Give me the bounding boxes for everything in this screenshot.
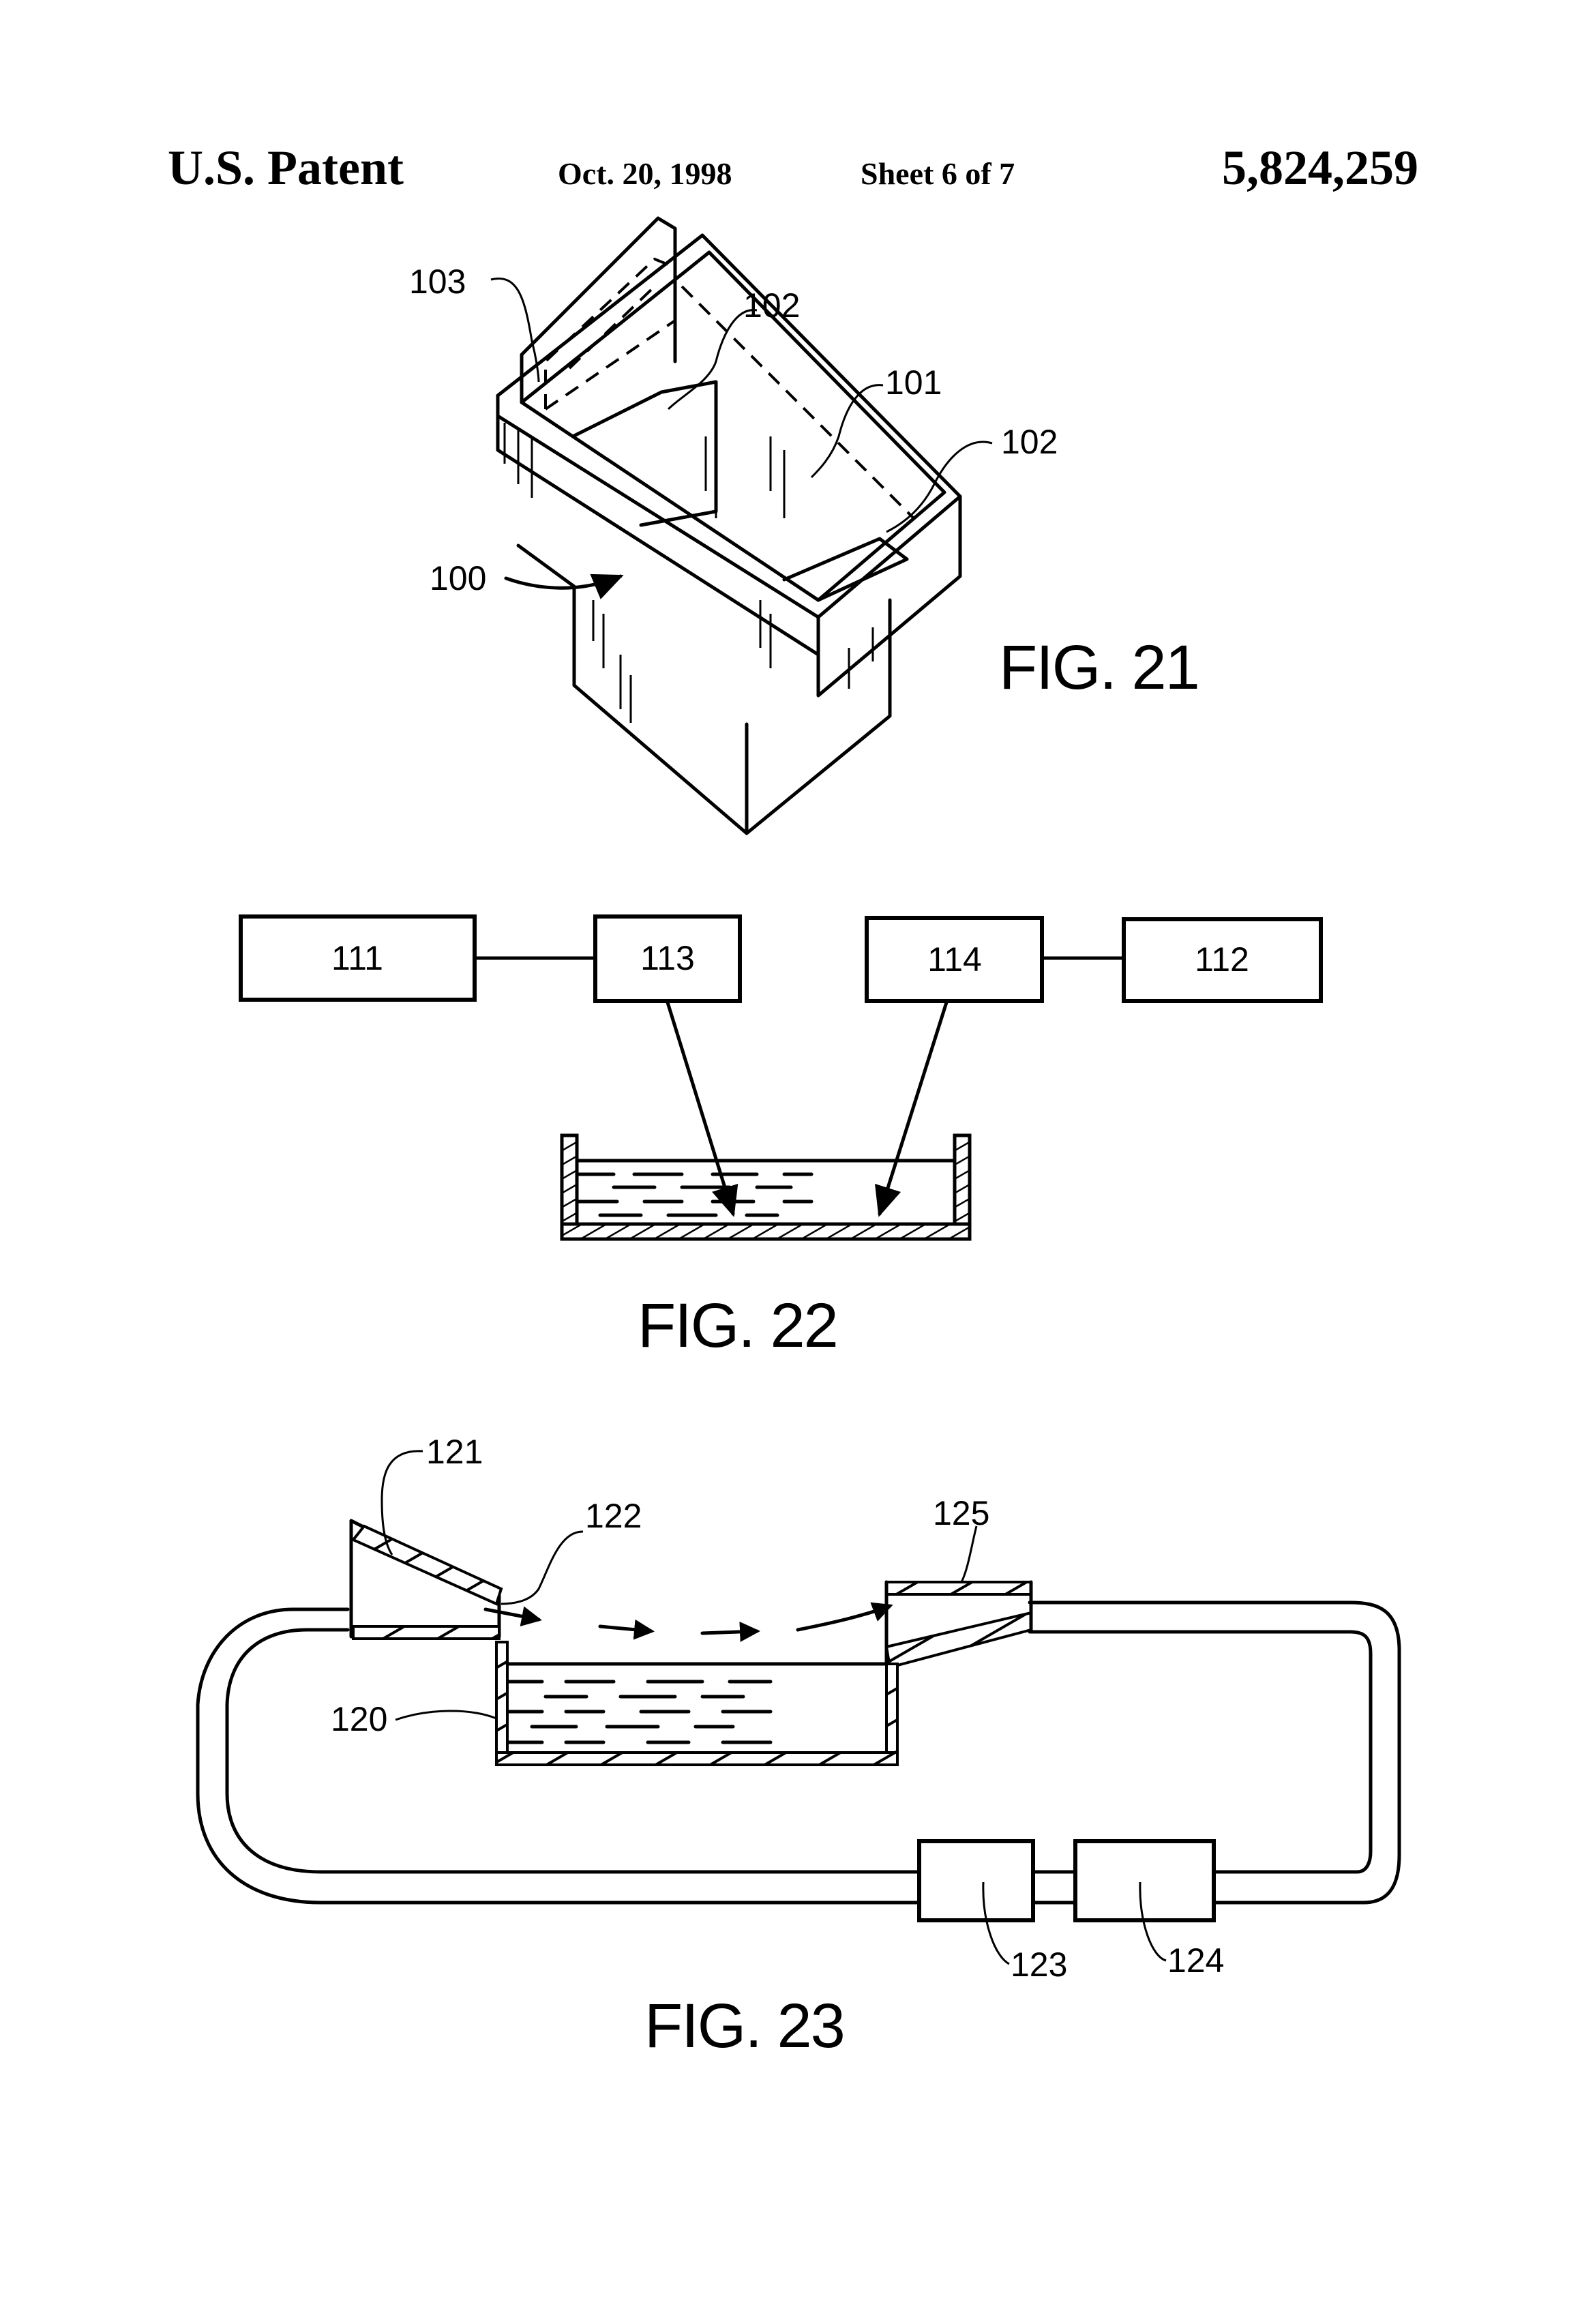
fig21-label-102a: 102 — [743, 286, 800, 325]
fig22-label-114: 114 — [927, 940, 982, 979]
fig23-box-123 — [919, 1841, 1033, 1920]
fig23-caption: FIG. 23 — [644, 1991, 844, 2061]
fig22-tray — [562, 1135, 970, 1239]
fig22-label-112: 112 — [1195, 940, 1249, 979]
fig22-label-113: 113 — [640, 939, 695, 977]
fig23-label-124: 124 — [1167, 1941, 1224, 1980]
fig23-receiver-125 — [886, 1582, 1031, 1667]
fig21-label-101: 101 — [885, 363, 942, 402]
fig22-drawing: 111 113 114 112 FIG. 22 — [241, 917, 1321, 1360]
fig23-jet-path — [486, 1606, 890, 1633]
fig23-nozzle-121 — [351, 1521, 501, 1639]
fig21-reservoir-101 — [522, 252, 944, 600]
fig23-label-123: 123 — [1011, 1946, 1067, 1984]
fig22-arrow-113 — [668, 1002, 733, 1214]
fig21-label-100: 100 — [430, 559, 486, 597]
fig23-tube-inner — [227, 1630, 1371, 1872]
fig23-label-125: 125 — [933, 1494, 989, 1532]
fig23-liquid — [509, 1682, 771, 1742]
fig23-leader-122 — [501, 1532, 583, 1604]
fig23-leader-125 — [961, 1526, 976, 1582]
fig21-label-103: 103 — [409, 263, 466, 301]
fig21-leader-103 — [491, 278, 539, 382]
fig21-drawing: 103 102 101 102 100 FIG. 21 — [409, 218, 1199, 833]
fig23-label-120: 120 — [331, 1700, 387, 1738]
fig21-label-102b: 102 — [1001, 423, 1058, 461]
fig22-caption: FIG. 22 — [638, 1291, 837, 1360]
fig22-arrow-114 — [880, 1002, 946, 1214]
fig21-caption: FIG. 21 — [999, 633, 1199, 702]
fig23-drawing: 121 122 125 120 123 124 FIG. 23 — [198, 1433, 1399, 2061]
fig21-block-102-left — [573, 382, 716, 525]
fig22-label-111: 111 — [331, 939, 383, 977]
fig23-label-122: 122 — [585, 1497, 642, 1535]
fig23-box-124 — [1075, 1841, 1214, 1920]
fig22-liquid — [578, 1174, 811, 1215]
fig23-label-121: 121 — [426, 1433, 483, 1471]
fig21-leader-101 — [811, 385, 883, 477]
fig21-leader-102a — [668, 310, 757, 409]
fig23-leader-120 — [395, 1711, 496, 1720]
fig23-container-120 — [496, 1642, 897, 1765]
